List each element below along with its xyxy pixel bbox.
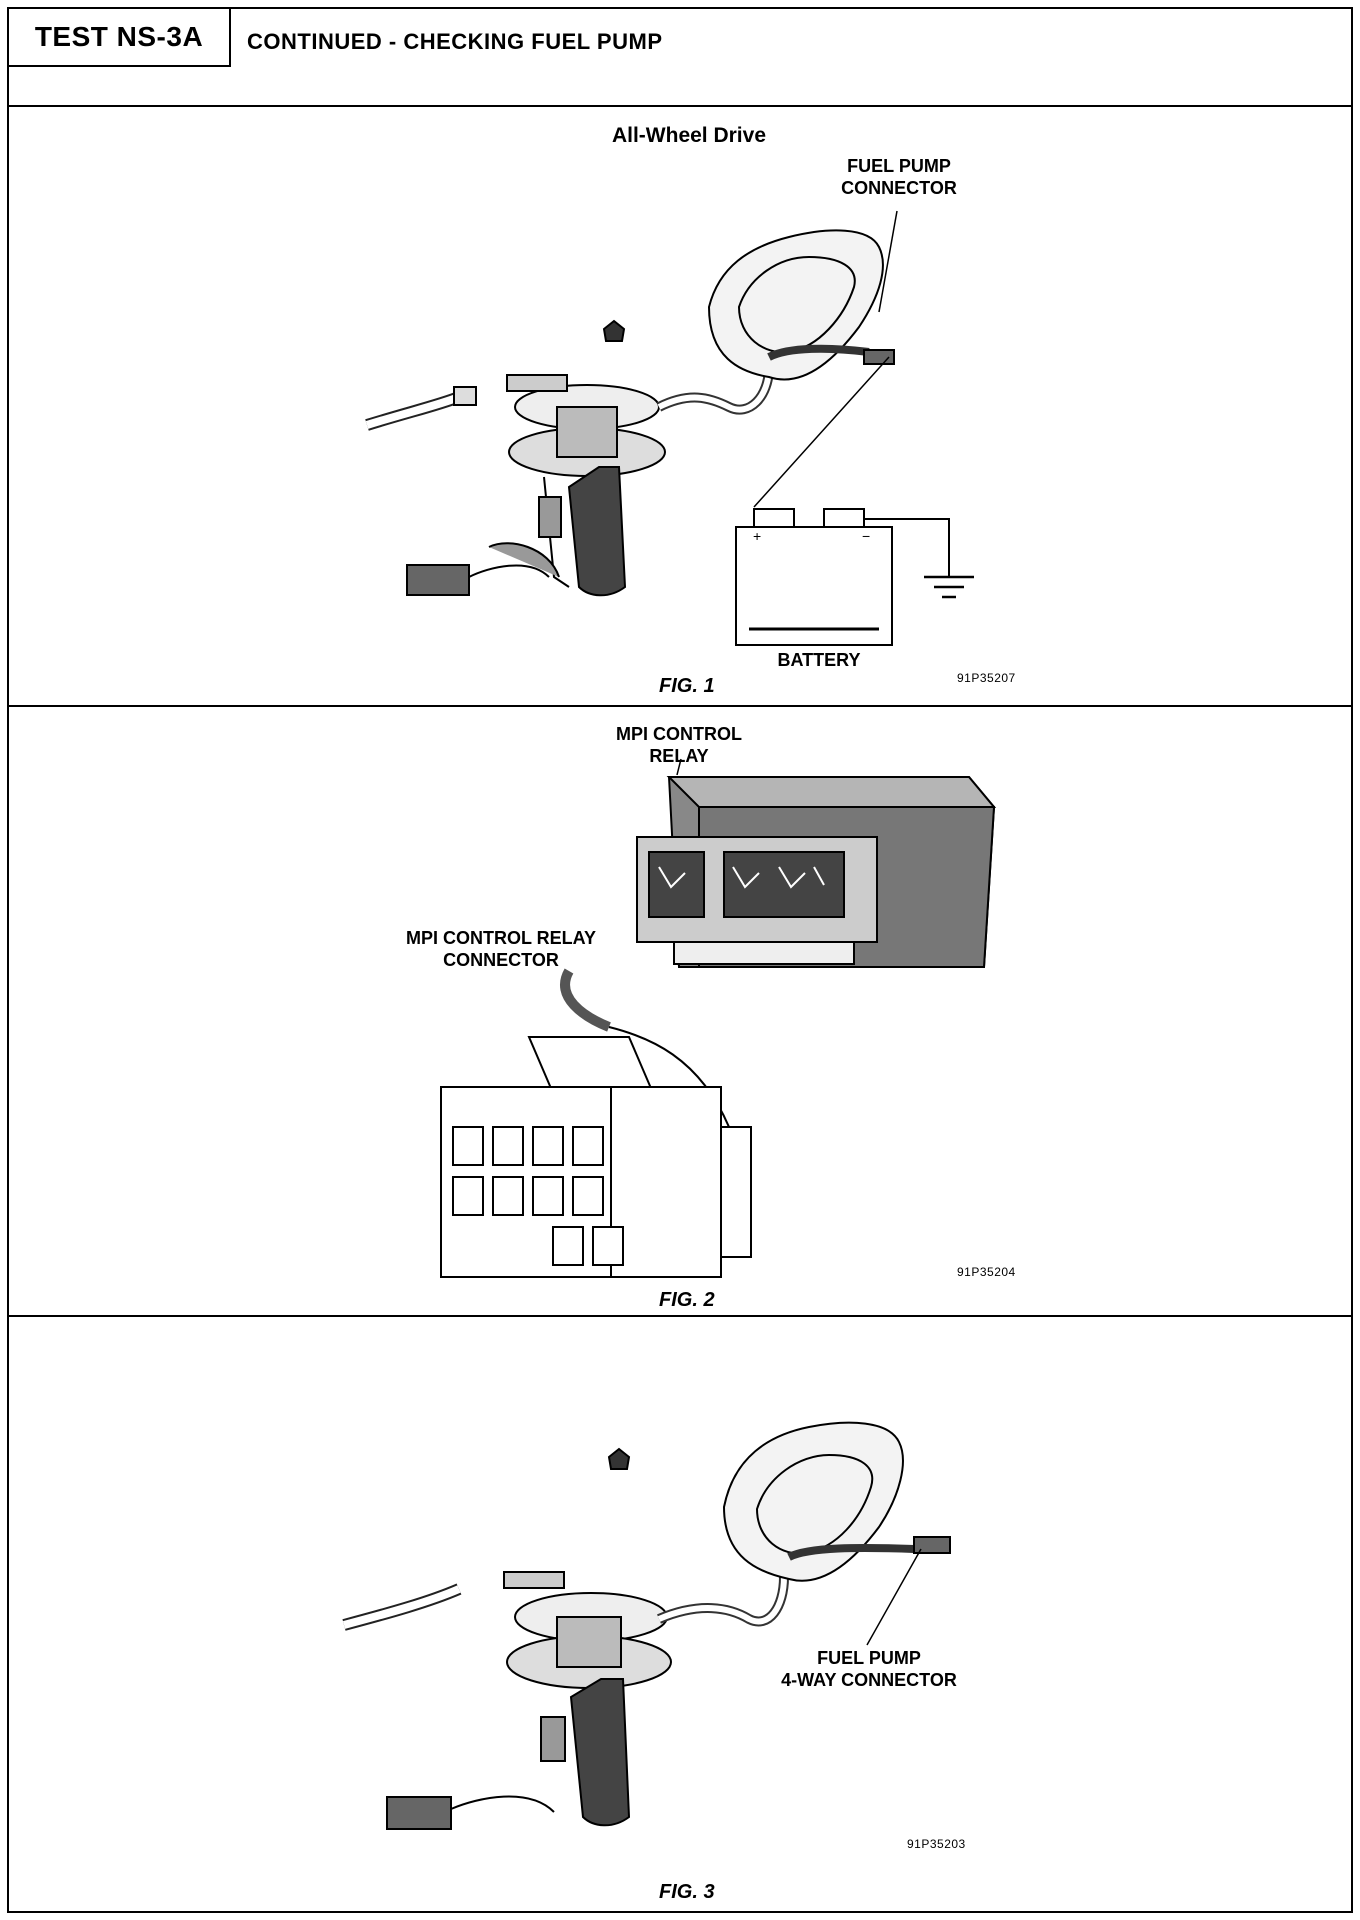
fuel-pump-4-way-connector-label: FUEL PUMP 4-WAY CONNECTOR [781, 1648, 957, 1690]
test-id: TEST NS-3A [34, 21, 204, 52]
figure-1-drawing: + − [365, 210, 974, 646]
figure-3-caption: FIG. 3 [659, 1881, 715, 1903]
figure-2-panel: MPI CONTROL RELAY MPI CONTROL RELAY CONN… [9, 707, 1351, 1317]
figure-2-drawing [440, 758, 997, 1278]
mpi-control-relay-connector-label: MPI CONTROL RELAY CONNECTOR [405, 928, 597, 970]
figure-3-code: 91P35203 [907, 1837, 966, 1851]
battery-minus-sign: − [862, 528, 870, 544]
test-id-box: TEST NS-3A [9, 9, 231, 67]
figure-1-panel: + − All-Wheel Drive FUEL PUMP CONNECTOR … [9, 107, 1351, 707]
figure-3-panel: FUEL PUMP 4-WAY CONNECTOR 91P35203 FIG. … [9, 1317, 1351, 1913]
figure-1-caption: FIG. 1 [659, 675, 715, 697]
battery-label: BATTERY [777, 650, 861, 670]
figure-1-code: 91P35207 [957, 671, 1016, 685]
fuel-pump-connector-label: FUEL PUMP CONNECTOR [841, 156, 957, 198]
page-header: TEST NS-3A CONTINUED - CHECKING FUEL PUM… [9, 9, 1351, 107]
figure-3-drawing [342, 1421, 951, 1830]
page-frame: TEST NS-3A CONTINUED - CHECKING FUEL PUM… [7, 7, 1353, 1913]
figure-2-caption: FIG. 2 [659, 1289, 715, 1311]
page-title: CONTINUED - CHECKING FUEL PUMP [247, 29, 663, 54]
figure-1-heading: All-Wheel Drive [611, 124, 767, 147]
figure-2-code: 91P35204 [957, 1265, 1016, 1279]
battery-plus-sign: + [753, 528, 761, 544]
mpi-control-relay-label: MPI CONTROL RELAY [616, 724, 742, 766]
